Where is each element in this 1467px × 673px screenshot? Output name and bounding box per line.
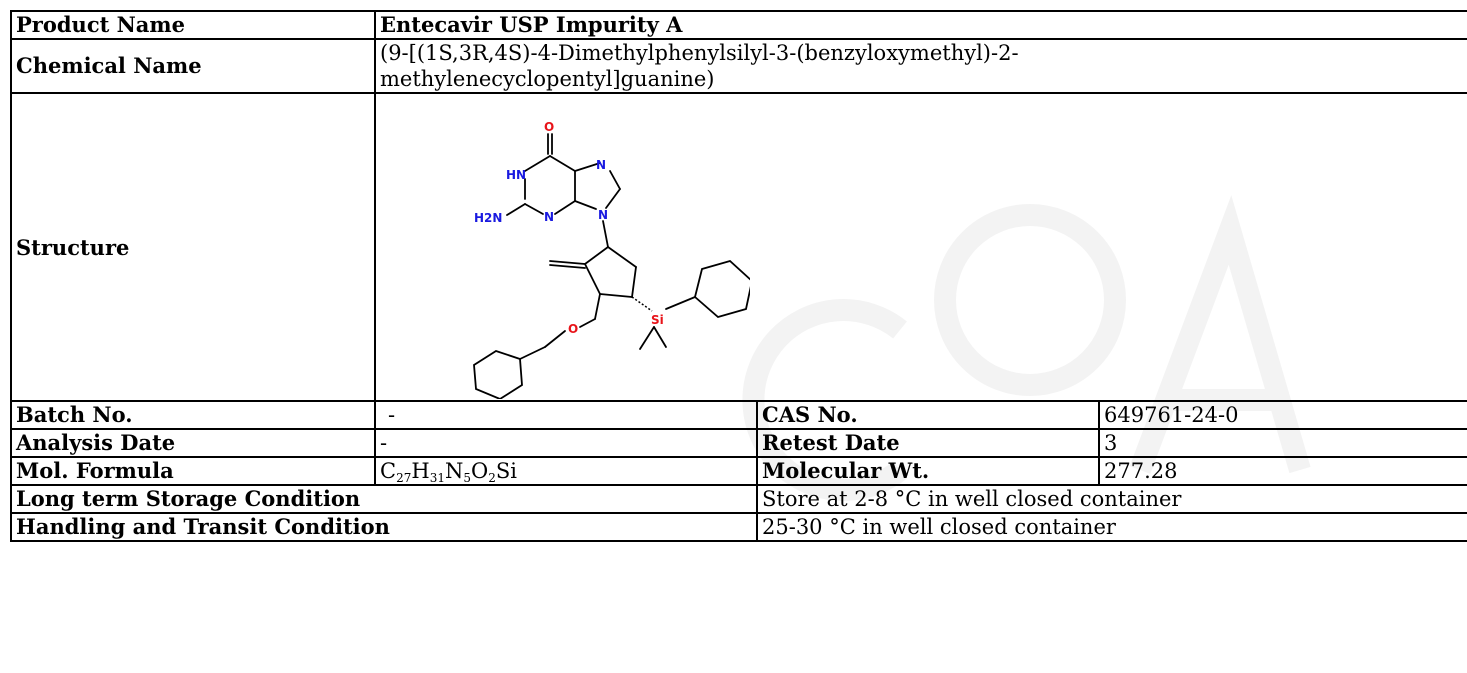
mol-formula-value: C27H31N5O2Si [374, 456, 758, 486]
analysis-date-label: Analysis Date [10, 428, 376, 458]
atom-o-carbonyl: O [544, 120, 554, 134]
atom-nh2: H2N [474, 211, 502, 225]
mol-wt-value: 277.28 [1098, 456, 1467, 486]
chemical-name-label: Chemical Name [10, 38, 376, 94]
formula-el-n: N [444, 459, 464, 483]
chemical-name-line1: (9-[(1S,3R,4S)-4-Dimethylphenylsilyl-3-(… [380, 41, 1019, 65]
handling-label: Handling and Transit Condition [10, 512, 758, 542]
structure-cell: O HN N N N H2N O Si [374, 92, 1467, 402]
storage-value: Store at 2-8 °C in well closed container [756, 484, 1467, 514]
analysis-date-value: - [374, 428, 758, 458]
row-storage: Long term Storage Condition Store at 2-8… [10, 484, 1467, 514]
formula-n-o: 2 [488, 471, 496, 485]
row-chemical-name: Chemical Name (9-[(1S,3R,4S)-4-Dimethylp… [10, 38, 1467, 94]
formula-el-si: Si [495, 459, 517, 483]
mol-formula-label: Mol. Formula [10, 456, 376, 486]
batch-value: - [374, 400, 758, 430]
cas-value: 649761-24-0 [1098, 400, 1467, 430]
cas-label: CAS No. [756, 400, 1100, 430]
retest-date-value: 3 [1098, 428, 1467, 458]
formula-el-o: O [470, 459, 489, 483]
handling-value: 25-30 °C in well closed container [756, 512, 1467, 542]
atom-n3: N [544, 210, 554, 224]
batch-label: Batch No. [10, 400, 376, 430]
row-dates: Analysis Date - Retest Date 3 [10, 428, 1467, 458]
chemical-name-value: (9-[(1S,3R,4S)-4-Dimethylphenylsilyl-3-(… [374, 38, 1467, 94]
atom-si: Si [651, 313, 664, 327]
row-product-name: Product Name Entecavir USP Impurity A [10, 10, 1467, 40]
structure-label: Structure [10, 92, 376, 402]
row-structure: Structure [10, 92, 1467, 402]
chemical-name-line2: methylenecyclopentyl]guanine) [380, 67, 715, 91]
mol-wt-label: Molecular Wt. [756, 456, 1100, 486]
product-name-value: Entecavir USP Impurity A [374, 10, 1467, 40]
row-formula: Mol. Formula C27H31N5O2Si Molecular Wt. … [10, 456, 1467, 486]
atom-n7: N [596, 158, 606, 172]
formula-n-c: 27 [396, 471, 412, 485]
row-batch-cas: Batch No. - CAS No. 649761-24-0 [10, 400, 1467, 430]
formula-el-c: C [380, 459, 397, 483]
row-handling: Handling and Transit Condition 25-30 °C … [10, 512, 1467, 542]
product-name-label: Product Name [10, 10, 376, 40]
atom-n9: N [598, 208, 608, 222]
certificate-table: Product Name Entecavir USP Impurity A Ch… [10, 10, 1467, 542]
atom-o-ether: O [568, 322, 578, 336]
structure-image: O HN N N N H2N O Si [473, 120, 750, 399]
atom-nh: HN [506, 168, 526, 182]
formula-n-n: 5 [463, 471, 471, 485]
storage-label: Long term Storage Condition [10, 484, 758, 514]
formula-el-h: H [411, 459, 430, 483]
formula-n-h: 31 [429, 471, 445, 485]
retest-date-label: Retest Date [756, 428, 1100, 458]
